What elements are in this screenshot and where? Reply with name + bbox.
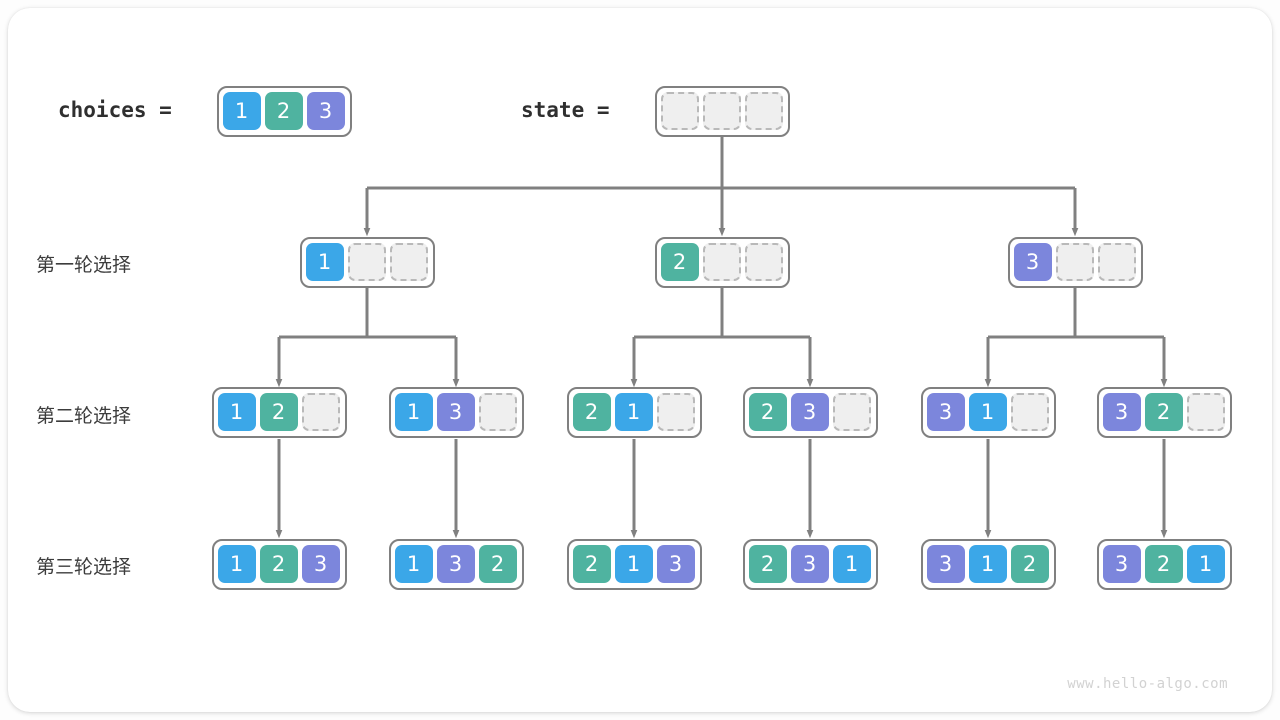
array-cell-empty [389,243,428,281]
row-label-round-1: 第一轮选择 [36,254,132,276]
array-cell-filled: 3 [306,92,345,130]
array-cell-filled: 2 [259,393,298,431]
array-cell-filled: 1 [968,393,1007,431]
array-cell-filled: 3 [1102,393,1141,431]
array-cell-empty [702,92,741,130]
array-cell-empty [744,92,783,130]
array-cell-empty [744,243,783,281]
array-cell-empty [1097,243,1136,281]
array-cell-filled: 3 [1013,243,1052,281]
round1-node-2: 2 [654,236,790,288]
array-cell-filled: 1 [222,92,261,130]
array-cell-empty [832,393,871,431]
array-cell-filled: 3 [1102,545,1141,583]
array-cell-filled: 3 [926,393,965,431]
array-cell-filled: 2 [259,545,298,583]
array-cell-filled: 1 [1186,545,1225,583]
round1-node-3: 3 [1007,236,1143,288]
state-label: state = [521,98,610,122]
array-cell-filled: 1 [217,393,256,431]
array-cell-filled: 3 [436,545,475,583]
array-cell-empty [702,243,741,281]
array-cell-filled: 2 [264,92,303,130]
array-cell-filled: 1 [614,545,653,583]
array-cell-filled: 1 [968,545,1007,583]
array-cell-filled: 3 [926,545,965,583]
array-cell-filled: 2 [478,545,517,583]
array-cell-empty [347,243,386,281]
array-cell-filled: 2 [660,243,699,281]
array-cell-filled: 3 [301,545,340,583]
array-cell-empty [656,393,695,431]
array-cell-filled: 1 [394,545,433,583]
array-cell-filled: 2 [572,545,611,583]
array-cell-filled: 2 [1010,545,1049,583]
array-cell-filled: 3 [656,545,695,583]
array-cell-filled: 2 [748,545,787,583]
row-label-round-3: 第三轮选择 [36,556,132,578]
state-array [654,85,790,137]
array-cell-filled: 3 [436,393,475,431]
array-cell-filled: 3 [790,393,829,431]
array-cell-filled: 1 [394,393,433,431]
array-cell-empty [301,393,340,431]
row-label-round-2: 第二轮选择 [36,405,132,427]
watermark: www.hello-algo.com [1067,676,1228,692]
array-cell-empty [660,92,699,130]
array-cell-filled: 2 [1144,545,1183,583]
array-cell-empty [1055,243,1094,281]
array-cell-filled: 2 [1144,393,1183,431]
array-cell-filled: 2 [748,393,787,431]
round1-node-1: 1 [299,236,435,288]
array-cell-empty [1186,393,1225,431]
array-cell-filled: 1 [832,545,871,583]
array-cell-filled: 1 [305,243,344,281]
array-cell-filled: 3 [790,545,829,583]
array-cell-filled: 2 [572,393,611,431]
array-cell-empty [478,393,517,431]
choices-label: choices = [58,98,172,122]
array-cell-filled: 1 [217,545,256,583]
array-cell-filled: 1 [614,393,653,431]
array-cell-empty [1010,393,1049,431]
